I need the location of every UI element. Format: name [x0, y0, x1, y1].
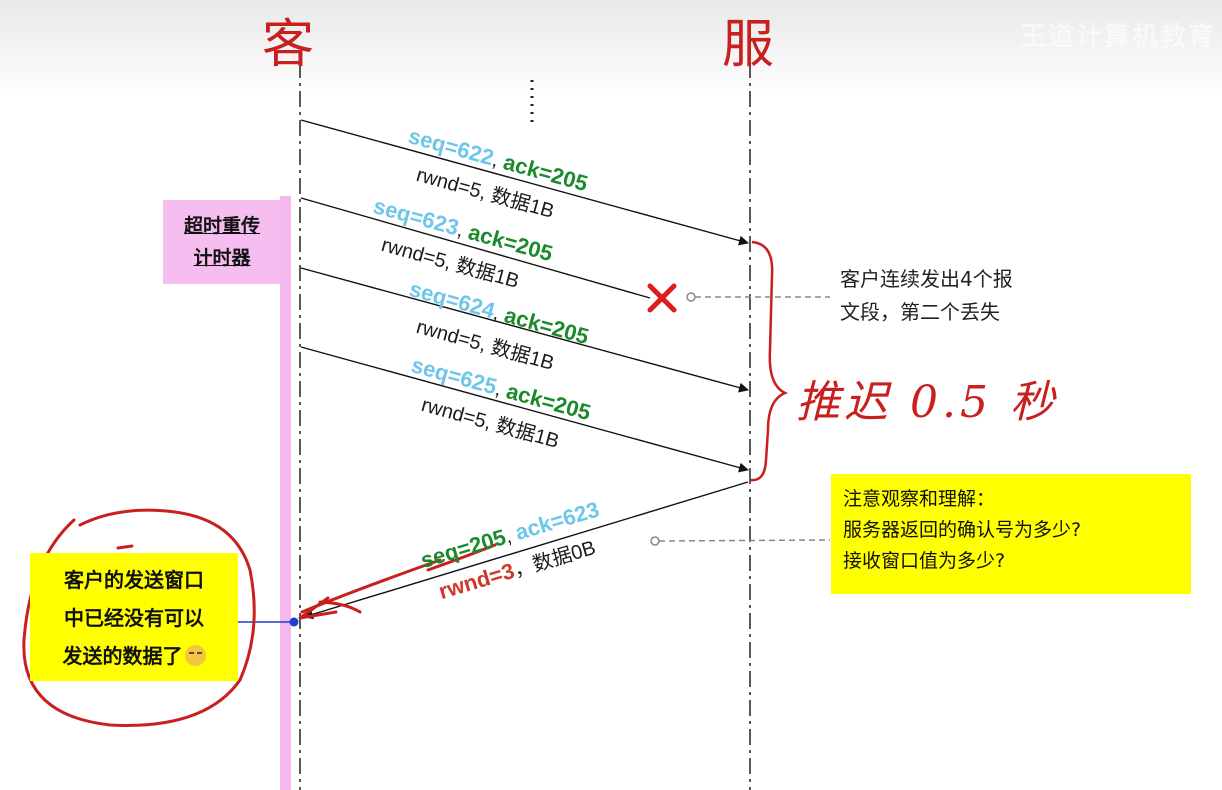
watermark: 王道计算机教育: [1019, 22, 1216, 52]
caption-line1: 客户连续发出4个报: [840, 267, 1013, 291]
window-note-line2: 中已经没有可以: [64, 606, 204, 630]
lost-segment-caption: 客户连续发出4个报 文段，第二个丢失: [840, 263, 1013, 329]
segment-arrow-2-lost: [300, 197, 651, 299]
delay-handwritten-label: 推迟 0.5 秒: [796, 377, 1058, 428]
segment-arrow-3: [300, 267, 749, 393]
client-handwritten-label: 客: [262, 15, 315, 75]
timer-label-line2: 计时器: [193, 247, 251, 269]
reply-arrow: [303, 481, 749, 620]
retransmission-timer-box: 超时重传 计时器: [163, 200, 281, 284]
window-note-line3: 发送的数据了: [62, 644, 183, 668]
window-note-line1: 客户的发送窗口: [64, 568, 204, 592]
send-window-note-box: 客户的发送窗口 中已经没有可以 发送的数据了: [30, 553, 238, 681]
window-note-dot: [289, 617, 299, 627]
segment-arrow-1: [300, 119, 749, 246]
segment-arrow-4: [300, 346, 749, 473]
question-note-box: 注意观察和理解： 服务器返回的确认号为多少? 接收窗口值为多少?: [831, 474, 1191, 594]
server-handwritten-label: 服: [722, 15, 775, 75]
reply-callout-line: [658, 539, 831, 542]
reply-callout-dot: [650, 536, 660, 546]
note-line1: 注意观察和理解：: [843, 488, 996, 510]
lost-callout-dot: [686, 292, 696, 302]
retransmission-timer-bar: [280, 196, 291, 790]
note-line2: 服务器返回的确认号为多少?: [843, 519, 1082, 541]
top-gradient: [0, 0, 1222, 95]
delay-brace: [749, 240, 789, 482]
window-note-line3-wrap: 发送的数据了: [30, 637, 238, 675]
note-line3: 接收窗口值为多少?: [843, 550, 1006, 572]
caption-line2: 文段，第二个丢失: [840, 300, 1000, 324]
handwritten-emphasis: [22, 508, 497, 727]
timer-label-line1: 超时重传: [183, 215, 260, 237]
crying-face-icon: [184, 645, 206, 666]
lost-mark-icon: [647, 283, 677, 313]
